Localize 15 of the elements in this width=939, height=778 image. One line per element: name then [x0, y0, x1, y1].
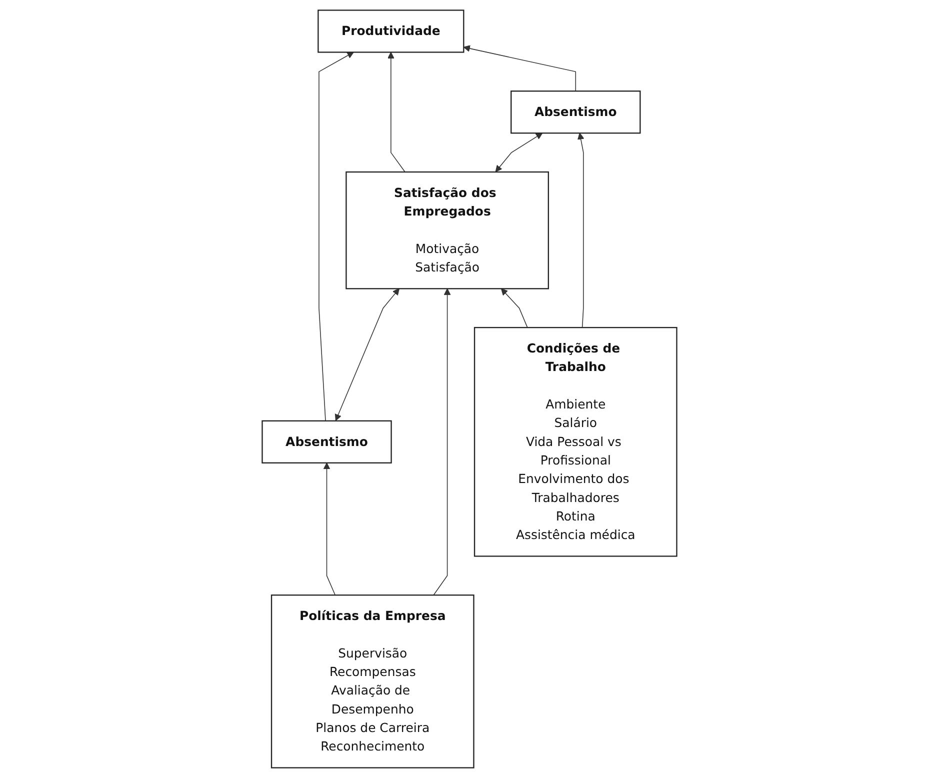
- node-box: Satisfação dos Empregados Motivação Satisfação: [346, 171, 550, 290]
- node-box: Políticas da Empresa Supervisão Recompensas Avaliação de Desempenho Planos de Carreira Reconhecimento: [270, 594, 474, 768]
- arrow: [323, 462, 336, 596]
- node-box: Condições de Trabalho Ambiente Salário Vida Pessoal vs Profissional Envolvimento dos Trabalhadores Rotina Assistência médica: [474, 326, 678, 557]
- node-box: Absentismo: [510, 90, 641, 134]
- arrow: [500, 288, 528, 328]
- arrow: [334, 288, 400, 421]
- arrow: [318, 52, 354, 422]
- arrow: [578, 132, 584, 328]
- arrow: [433, 288, 451, 596]
- arrow: [388, 52, 406, 172]
- node-box: Absentismo: [262, 420, 392, 464]
- arrow: [495, 132, 543, 172]
- arrow: [463, 45, 576, 92]
- node-box: Produtividade: [318, 10, 464, 53]
